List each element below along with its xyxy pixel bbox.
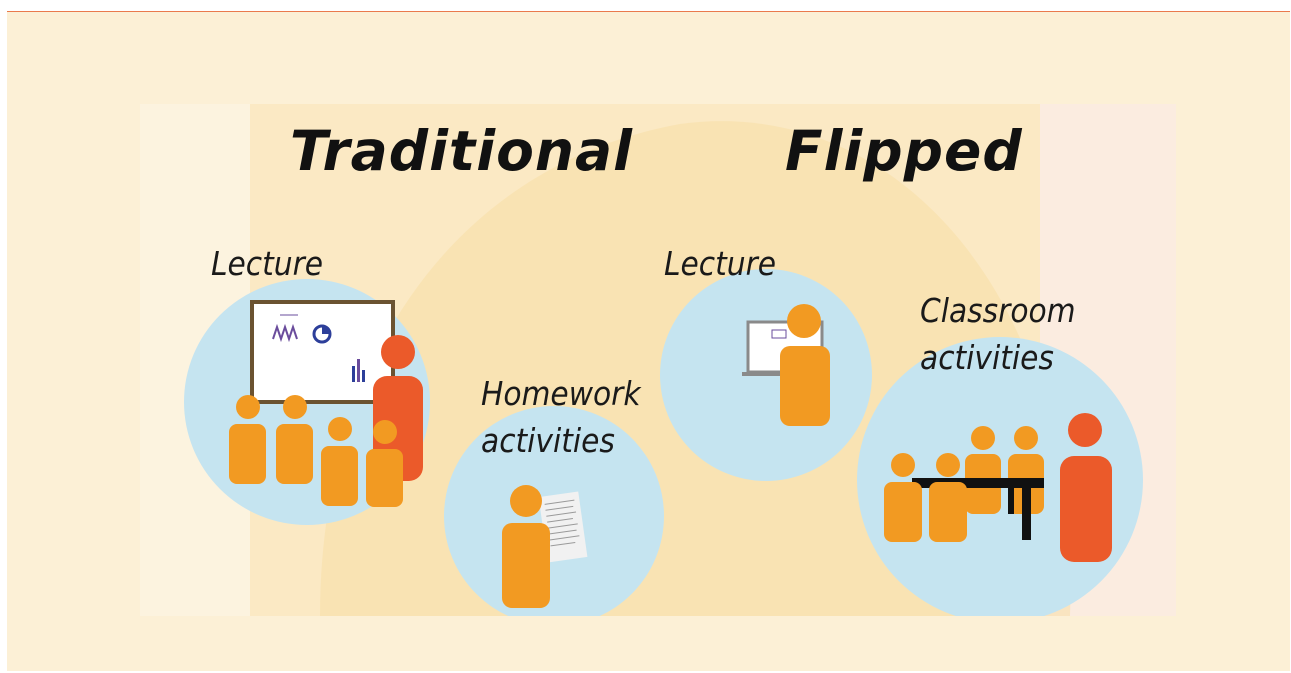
whiteboard-pie-slice-icon xyxy=(322,326,330,334)
table-leg-icon xyxy=(1022,488,1031,540)
laptop-screen-content xyxy=(771,329,787,339)
teacher-body-icon xyxy=(1060,456,1112,562)
student-body-icon xyxy=(929,482,967,542)
diagram-frame: Traditional Flipped Lecture Homework act… xyxy=(7,11,1290,671)
table-leg-icon xyxy=(1008,488,1014,514)
whiteboard-bar-3 xyxy=(362,370,365,382)
student-head-icon xyxy=(373,420,397,444)
teacher-head-icon xyxy=(1068,413,1102,447)
traditional-lecture-label: Lecture xyxy=(211,244,324,283)
student-body-icon xyxy=(276,424,313,484)
student-head-icon xyxy=(971,426,995,450)
whiteboard-bar-2 xyxy=(357,359,360,382)
classroom-label-line-2: activities xyxy=(920,338,1054,377)
student-head-icon xyxy=(1014,426,1038,450)
traditional-heading: Traditional xyxy=(290,119,633,183)
student-body-icon xyxy=(321,446,358,506)
illustration-graphics xyxy=(140,104,1176,616)
homework-paper-lines xyxy=(544,499,580,547)
flipped-classroom-scene xyxy=(857,337,1143,616)
flipped-lecture-scene xyxy=(660,269,872,481)
student-head-icon xyxy=(328,417,352,441)
teacher-head-icon xyxy=(381,335,415,369)
student-head-icon xyxy=(787,304,821,338)
student-body-icon xyxy=(884,482,922,542)
whiteboard-bar-1 xyxy=(352,366,355,382)
traditional-homework-scene xyxy=(444,406,664,616)
student-head-icon xyxy=(936,453,960,477)
classroom-label: Classroom activities xyxy=(920,287,1076,381)
student-body-icon xyxy=(502,523,550,608)
student-body-icon xyxy=(780,346,830,426)
flipped-lecture-label: Lecture xyxy=(664,244,777,283)
traditional-lecture-scene xyxy=(184,279,430,525)
homework-label: Homework activities xyxy=(481,370,641,464)
student-body-icon xyxy=(366,449,403,507)
homework-label-line-2: activities xyxy=(481,421,615,460)
flipped-heading: Flipped xyxy=(785,119,1023,183)
student-head-icon xyxy=(510,485,542,517)
illustration xyxy=(140,104,1176,616)
student-head-icon xyxy=(283,395,307,419)
table-top-icon xyxy=(912,478,1044,488)
student-head-icon xyxy=(236,395,260,419)
classroom-label-line-1: Classroom xyxy=(920,291,1076,330)
homework-label-line-1: Homework xyxy=(481,374,641,413)
student-body-icon xyxy=(229,424,266,484)
whiteboard-icon xyxy=(250,300,395,404)
whiteboard-wave-icon xyxy=(272,323,298,343)
student-head-icon xyxy=(891,453,915,477)
